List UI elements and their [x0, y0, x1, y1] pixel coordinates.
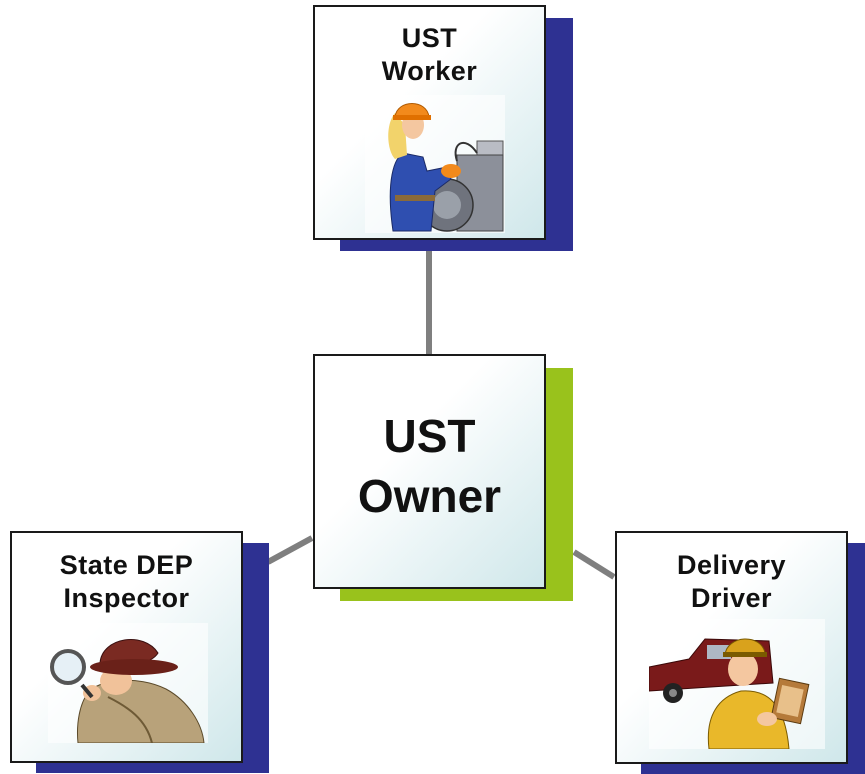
driver-label-line1: Delivery — [676, 550, 787, 580]
driver-label-line2: Driver — [690, 583, 773, 613]
owner-label-line2: Owner — [357, 470, 502, 522]
inspector-label: State DEP Inspector — [12, 549, 241, 615]
worker-clipart-icon — [365, 95, 505, 233]
owner-node: UST Owner — [313, 354, 546, 589]
owner-label: UST Owner — [315, 406, 544, 526]
inspector-label-line2: Inspector — [63, 583, 190, 613]
driver-label: Delivery Driver — [617, 549, 846, 615]
worker-label-line1: UST — [401, 23, 458, 53]
inspector-node: State DEP Inspector — [10, 531, 243, 763]
driver-node: Delivery Driver — [615, 531, 848, 764]
worker-node: UST Worker — [313, 5, 546, 240]
connector-left — [266, 535, 314, 565]
owner-label-line1: UST — [383, 410, 476, 462]
inspector-clipart-icon — [48, 623, 208, 743]
inspector-label-line1: State DEP — [59, 550, 194, 580]
worker-label-line2: Worker — [381, 56, 478, 86]
driver-clipart-icon — [649, 619, 825, 749]
connector-right — [572, 549, 616, 580]
worker-label: UST Worker — [315, 22, 544, 88]
